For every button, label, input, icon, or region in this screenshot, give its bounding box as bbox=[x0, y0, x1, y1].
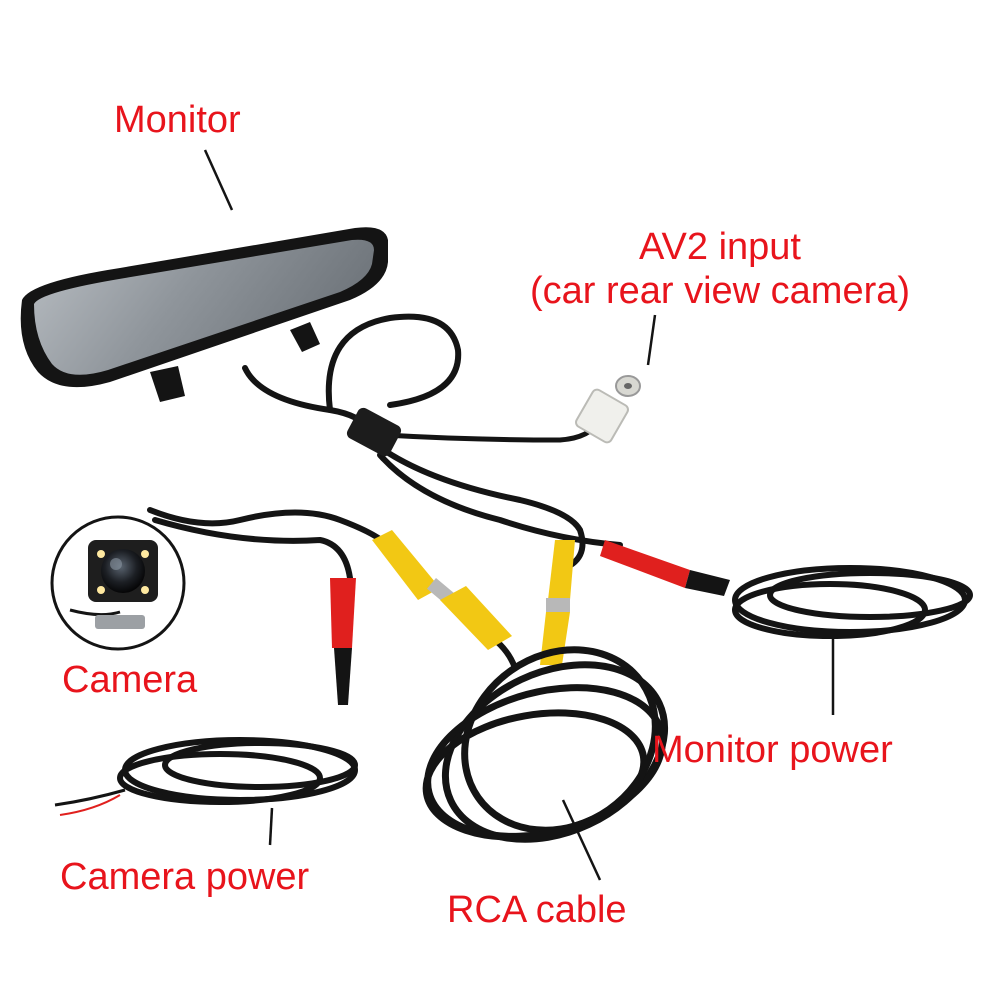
monitor-mirror bbox=[20, 227, 388, 402]
camera-power-cable bbox=[54, 578, 358, 816]
rca-connectors bbox=[372, 530, 575, 665]
camera-power-label: Camera power bbox=[60, 856, 310, 898]
camera-inset bbox=[50, 515, 186, 651]
cables bbox=[147, 313, 623, 671]
leader-lines bbox=[203, 149, 835, 881]
monitor-label: Monitor bbox=[114, 99, 241, 141]
rca-cable-label: RCA cable bbox=[447, 889, 627, 931]
av2-input-title: AV2 input bbox=[639, 226, 801, 268]
monitor-power-cable bbox=[600, 540, 973, 639]
camera-label: Camera bbox=[62, 659, 198, 701]
av2-input-label: AV2 input (car rear view camera) bbox=[505, 225, 935, 313]
av2-input-subtitle: (car rear view camera) bbox=[529, 270, 911, 312]
splitter bbox=[346, 407, 402, 457]
monitor-power-label: Monitor power bbox=[652, 729, 893, 771]
rca-cable-coil bbox=[422, 646, 669, 843]
av2-connector bbox=[575, 375, 641, 444]
